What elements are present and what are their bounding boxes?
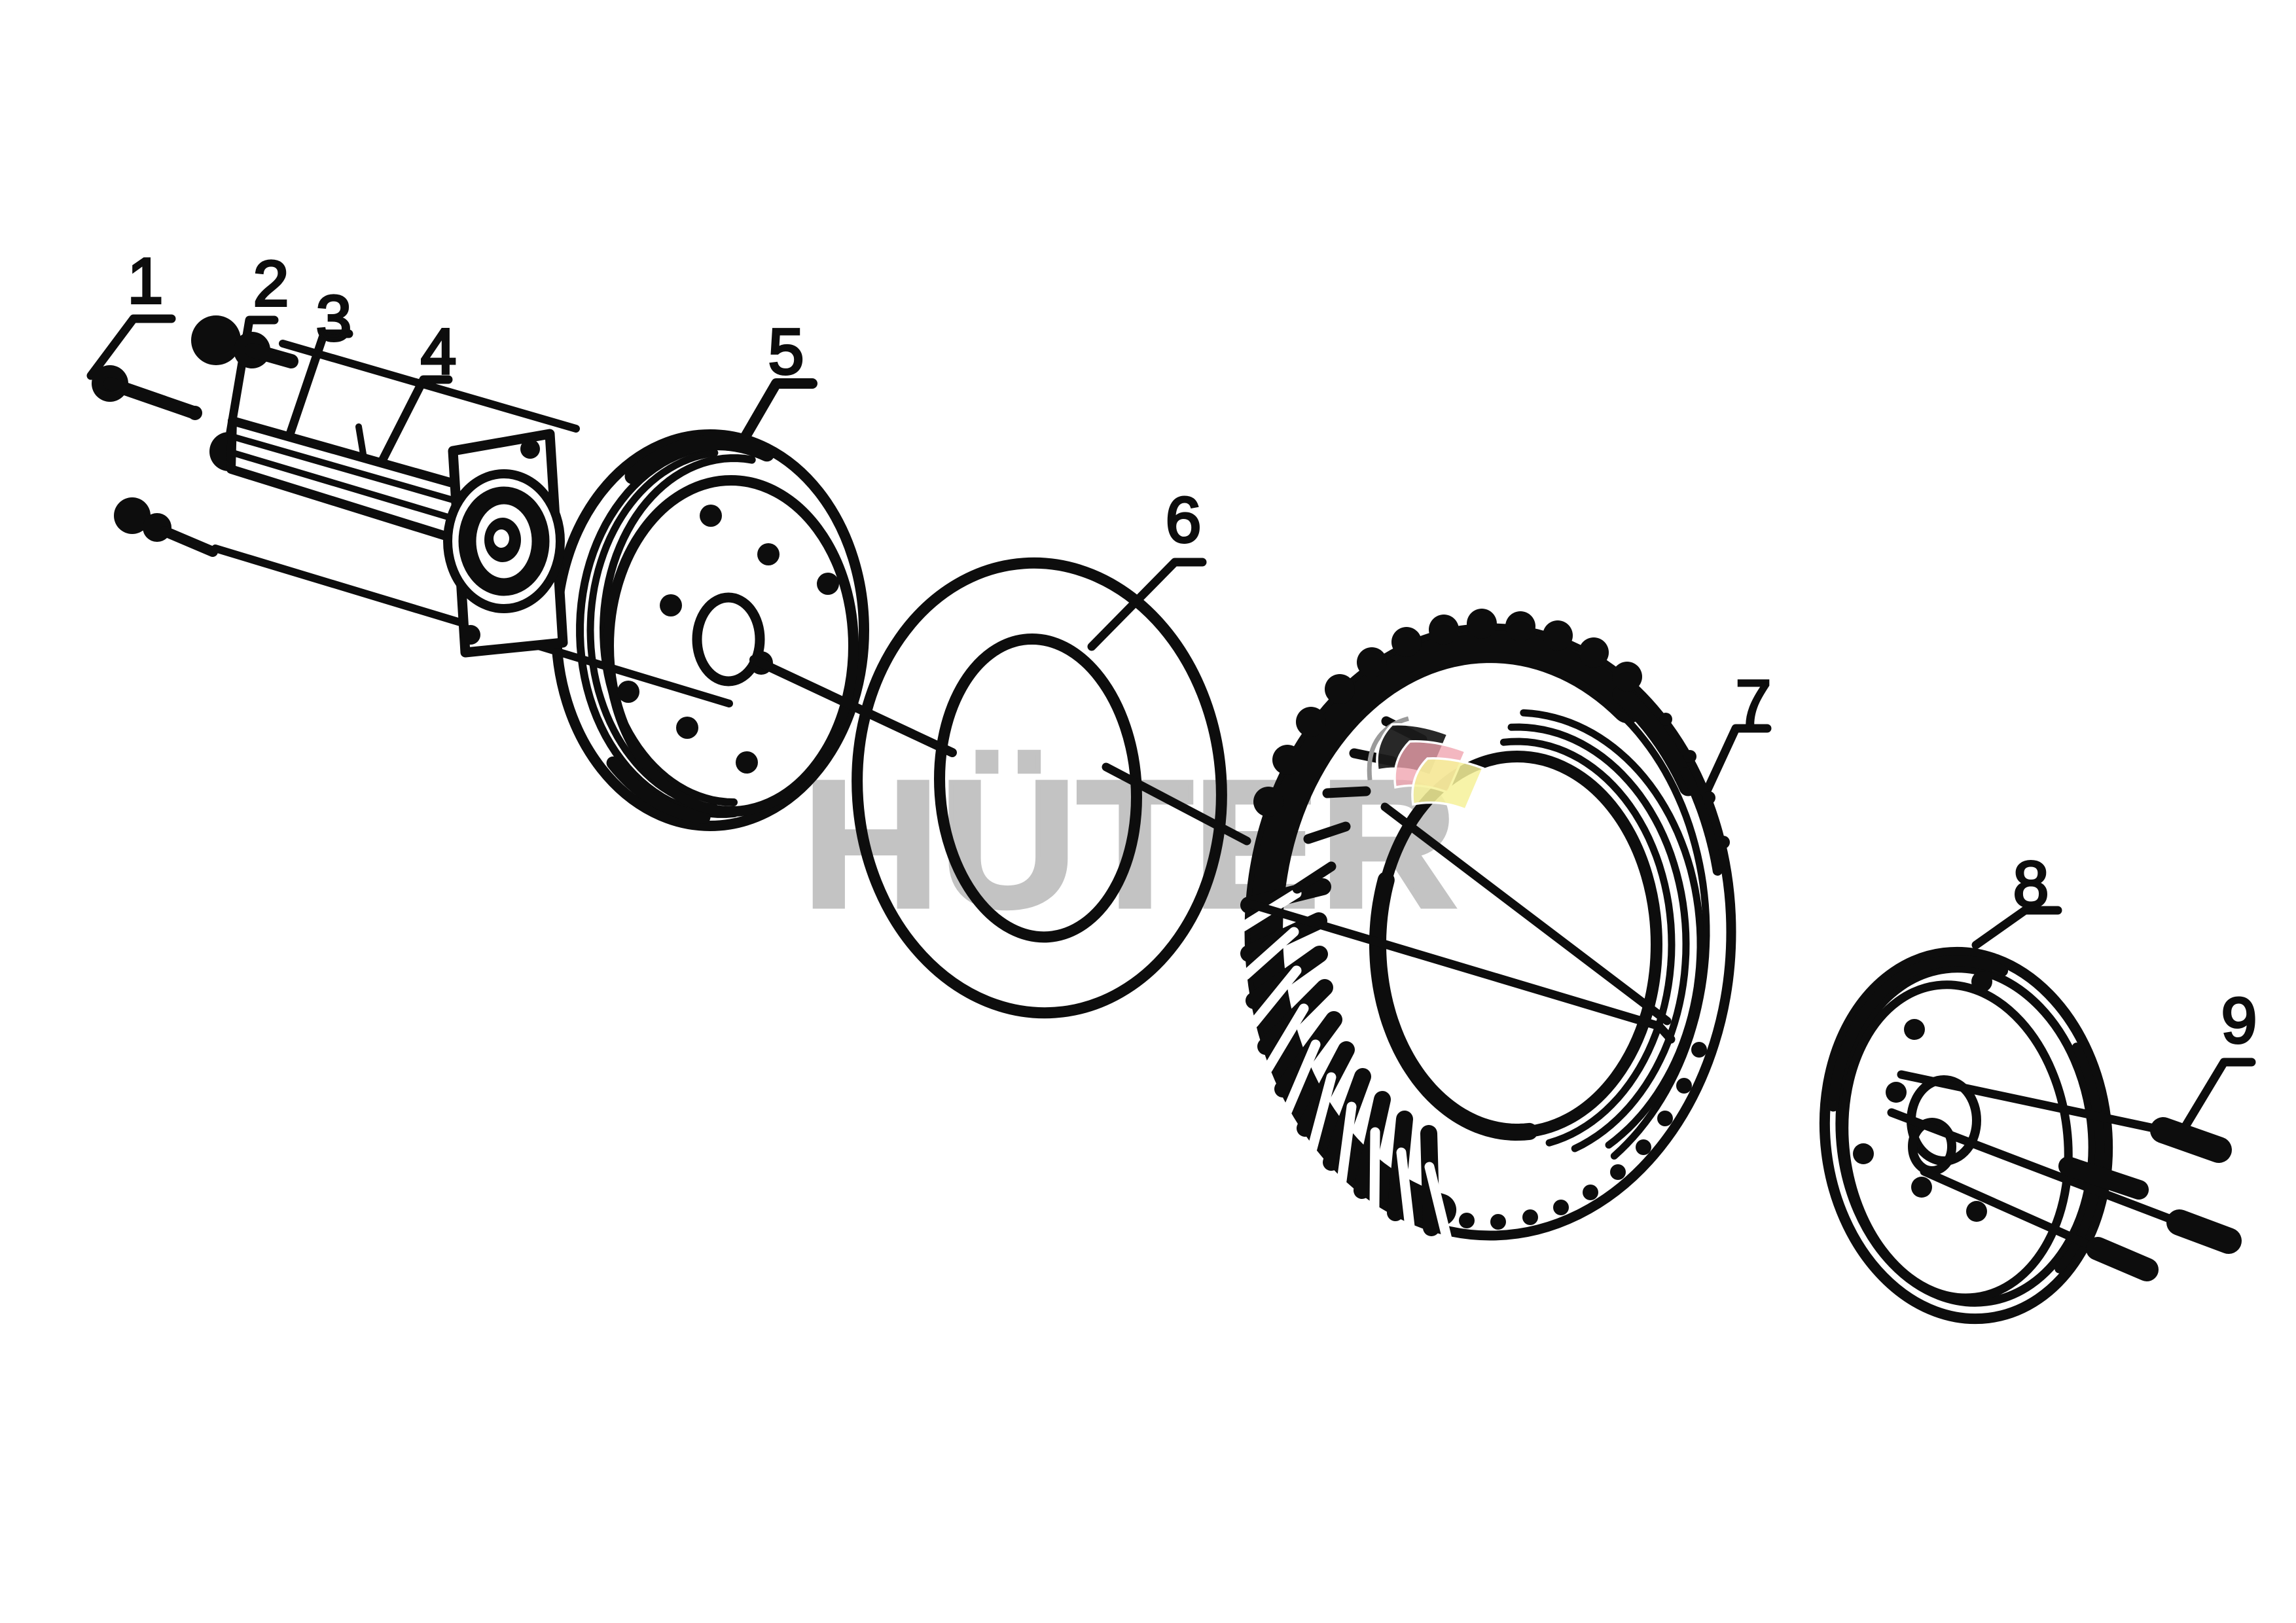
svg-text:9: 9 xyxy=(2221,984,2257,1056)
svg-text:2: 2 xyxy=(253,247,289,319)
svg-text:8: 8 xyxy=(2013,848,2049,920)
svg-text:5: 5 xyxy=(768,315,804,387)
svg-text:3: 3 xyxy=(316,282,352,354)
svg-text:6: 6 xyxy=(1166,484,1202,556)
svg-text:4: 4 xyxy=(421,315,457,387)
svg-text:1: 1 xyxy=(128,245,164,317)
svg-text:7: 7 xyxy=(1736,667,1772,739)
